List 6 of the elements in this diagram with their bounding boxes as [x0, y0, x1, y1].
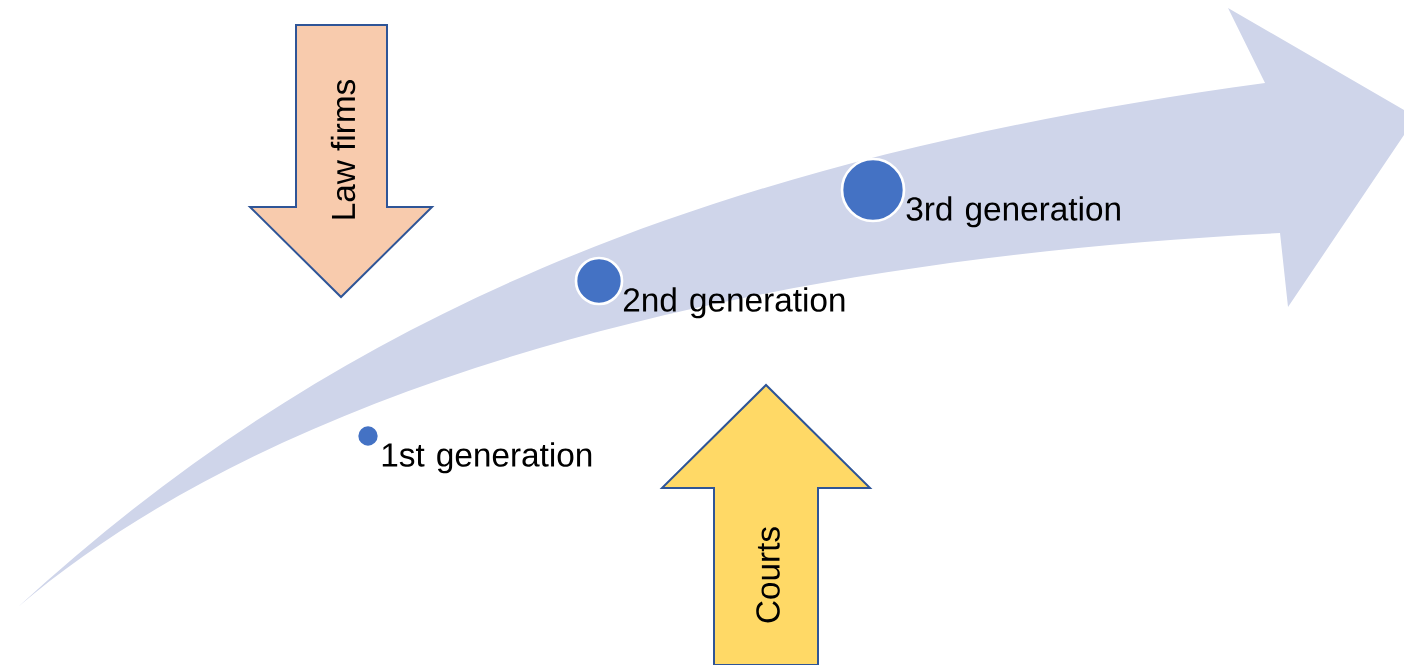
dot-label: 1st generation: [382, 442, 592, 474]
dot-label: 3rd generation: [906, 196, 1120, 228]
dot: [840, 157, 906, 223]
dot: [574, 256, 624, 306]
dot: [355, 423, 381, 449]
dot-label: 2nd generation: [623, 287, 845, 319]
